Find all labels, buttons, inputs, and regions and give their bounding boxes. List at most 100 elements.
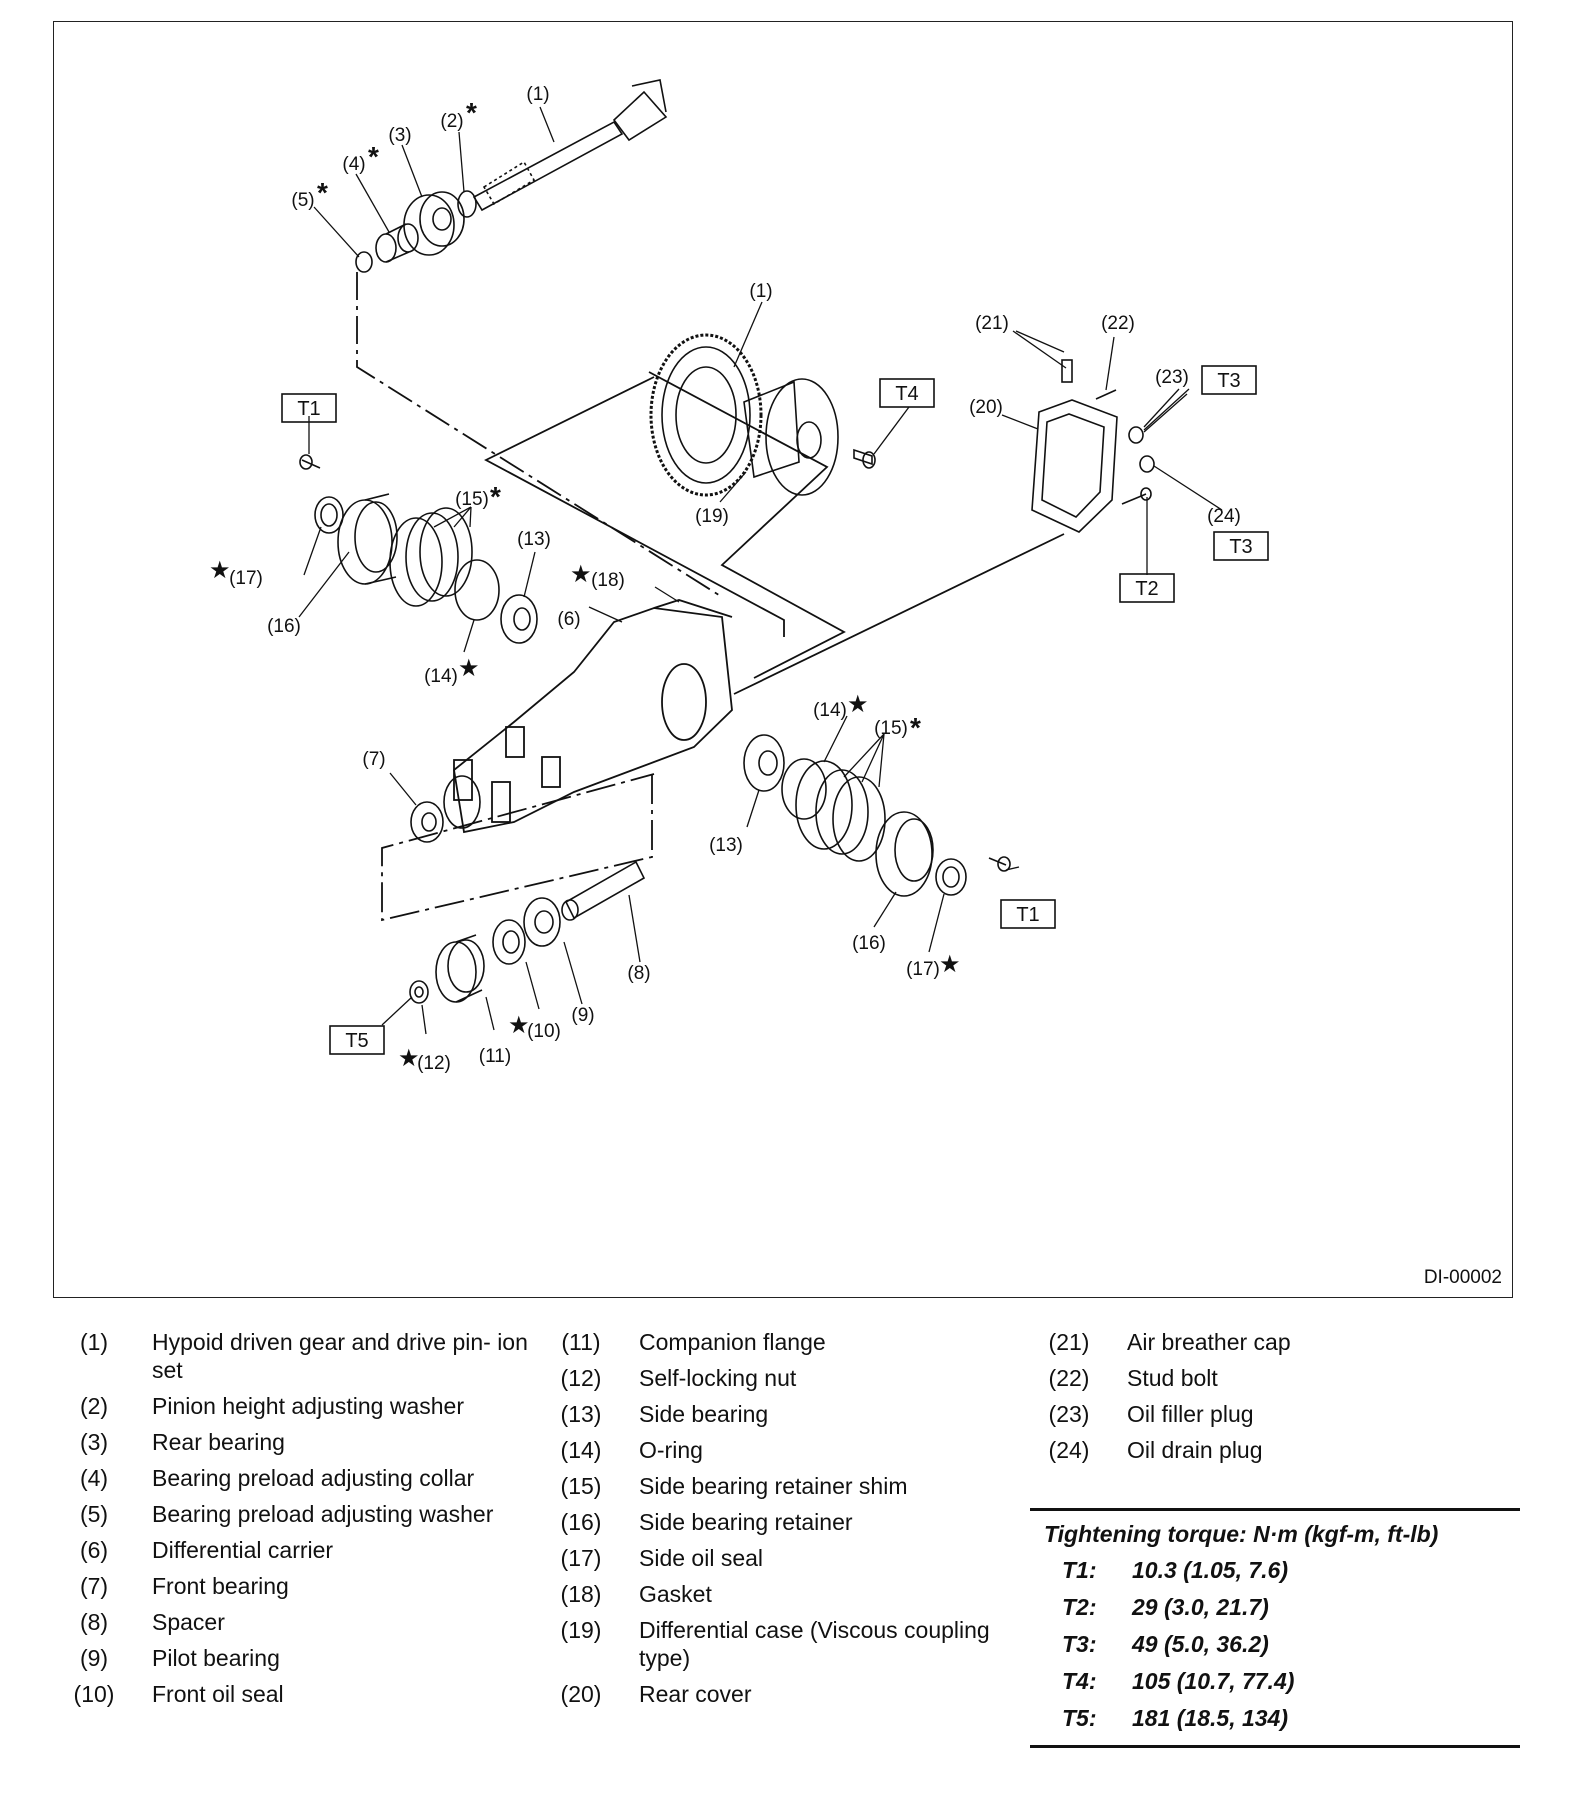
legend-num: (11) — [561, 1329, 601, 1355]
legend-num: (1) — [79, 1329, 109, 1355]
legend-text: Side oil seal — [639, 1545, 764, 1571]
torque-box-t4: T4 — [895, 383, 918, 405]
spacer-8 — [561, 860, 646, 921]
front-bearing-7 — [410, 801, 444, 843]
asterisk-15-right: * — [910, 712, 921, 743]
side-oil-seal-17-right — [935, 858, 967, 896]
callout-3: (3) — [388, 125, 411, 146]
oil-filler-plug-23 — [1128, 426, 1144, 444]
legend-num: (20) — [560, 1681, 602, 1707]
legend-text: Side bearing — [639, 1401, 769, 1427]
legend-item: (17) Side oil seal — [545, 1544, 1039, 1572]
callout-11: (11) — [479, 1046, 511, 1067]
legend-num: (13) — [560, 1401, 602, 1427]
callout-13-right: (13) — [709, 835, 743, 856]
callout-18: (18) — [591, 570, 625, 591]
drive-pinion — [472, 79, 668, 212]
torque-table-title: Tightening torque: N·m (kgf-m, ft-lb) — [1044, 1521, 1439, 1547]
torque-code: T2: — [1062, 1594, 1097, 1620]
asterisk-2: * — [466, 97, 477, 128]
star-18: ★ — [570, 560, 592, 588]
legend-text: Oil drain plug — [1127, 1437, 1263, 1463]
legend-item: (16) Side bearing retainer — [545, 1508, 1039, 1536]
legend-text: Pilot bearing — [152, 1645, 280, 1671]
star-12: ★ — [398, 1044, 420, 1072]
legend-num: (7) — [79, 1573, 109, 1599]
callout-14-left: (14) — [424, 666, 458, 687]
legend-num: (17) — [560, 1545, 602, 1571]
retainer-shim-15-left — [389, 507, 473, 607]
torque-box-t1-left: T1 — [297, 398, 320, 420]
legend-num: (3) — [79, 1429, 109, 1455]
legend-item: (23)Oil filler plug — [1033, 1400, 1427, 1428]
torque-code: T5: — [1062, 1705, 1097, 1731]
legend-item: (22)Stud bolt — [1033, 1364, 1427, 1392]
legend-item: (20)Rear cover — [545, 1680, 1039, 1708]
callout-5: (5) — [291, 190, 314, 211]
callout-13-left: (13) — [517, 529, 551, 550]
callout-15-left: (15) — [455, 489, 489, 510]
torque-code: T4: — [1062, 1668, 1097, 1694]
torque-row: T5:181 (18.5, 134) — [1030, 1700, 1520, 1737]
front-oil-seal-10 — [492, 919, 526, 965]
legend-num: (14) — [560, 1437, 602, 1463]
leader-lines — [298, 106, 1223, 1035]
differential-case-19 — [743, 378, 839, 496]
callout-2: (2) — [440, 111, 463, 132]
legend-item: (7)Front bearing — [58, 1572, 532, 1600]
legend-item: (12)Self-locking nut — [545, 1364, 1039, 1392]
side-retainer-16-left — [337, 493, 398, 585]
legend-item: (5)Bearing preload adjusting washer — [58, 1500, 532, 1528]
asterisk-15-left: * — [490, 481, 501, 512]
callout-20: (20) — [969, 397, 1003, 418]
callout-12: (12) — [417, 1053, 451, 1074]
legend-item: (18)Gasket — [545, 1580, 1039, 1608]
preload-collar-4 — [375, 223, 419, 263]
oil-drain-plug-24 — [1139, 455, 1155, 473]
legend-num: (19) — [560, 1617, 602, 1643]
torque-table: Tightening torque: N·m (kgf-m, ft-lb) T1… — [1030, 1508, 1520, 1748]
side-retainer-16-right — [875, 811, 934, 897]
air-breather-cap-21 — [1061, 359, 1073, 383]
callout-19: (19) — [695, 506, 729, 527]
side-oil-seal-17-left — [314, 496, 344, 534]
legend-item: (6)Differential carrier — [58, 1536, 532, 1564]
torque-code: T1: — [1062, 1557, 1097, 1583]
legend-num: (24) — [1048, 1437, 1090, 1463]
callout-8: (8) — [627, 963, 650, 984]
torque-row: T1:10.3 (1.05, 7.6) — [1030, 1552, 1520, 1589]
legend-text: Spacer — [152, 1609, 225, 1635]
star-10: ★ — [508, 1011, 530, 1039]
callout-1-pinion: (1) — [526, 84, 549, 105]
legend-item: (14)O-ring — [545, 1436, 1039, 1464]
legend-text: Self-locking nut — [639, 1365, 797, 1391]
torque-boxes — [281, 365, 1269, 1055]
legend-num: (2) — [79, 1393, 109, 1419]
companion-flange-11 — [435, 934, 485, 1003]
legend-num: (16) — [560, 1509, 602, 1535]
torque-box-t1-right: T1 — [1016, 904, 1039, 926]
legend-item: (19)Differential case (Viscous coupling … — [545, 1616, 1039, 1672]
pinion-washer-2 — [457, 190, 477, 218]
legend-text: Stud bolt — [1127, 1365, 1218, 1391]
torque-box-t3-lower: T3 — [1229, 536, 1252, 558]
star-17-left: ★ — [209, 556, 231, 584]
legend-item: (2)Pinion height adjusting washer — [58, 1392, 532, 1420]
legend-num: (5) — [79, 1501, 109, 1527]
legend-num: (15) — [560, 1473, 602, 1499]
torque-value: 49 (5.0, 36.2) — [1132, 1631, 1269, 1657]
legend-item: (8) Spacer — [58, 1608, 532, 1636]
legend-num: (10) — [73, 1681, 115, 1707]
legend-text: Bearing preload adjusting collar — [152, 1465, 475, 1491]
torque-value: 29 (3.0, 21.7) — [1132, 1594, 1269, 1620]
legend-item: (11)Companion flange — [545, 1328, 1039, 1356]
legend-column-2: (11)Companion flange (12)Self-locking nu… — [545, 1328, 1039, 1716]
bolt-t2 — [1121, 487, 1152, 505]
callout-24: (24) — [1207, 506, 1241, 527]
legend-text: Side bearing retainer — [639, 1509, 853, 1535]
pilot-bearing-9 — [523, 897, 561, 947]
legend-num: (8) — [79, 1609, 109, 1635]
o-ring-14-right — [781, 758, 827, 820]
asterisk-4: * — [368, 141, 379, 172]
legend-item: (13) Side bearing — [545, 1400, 1039, 1428]
